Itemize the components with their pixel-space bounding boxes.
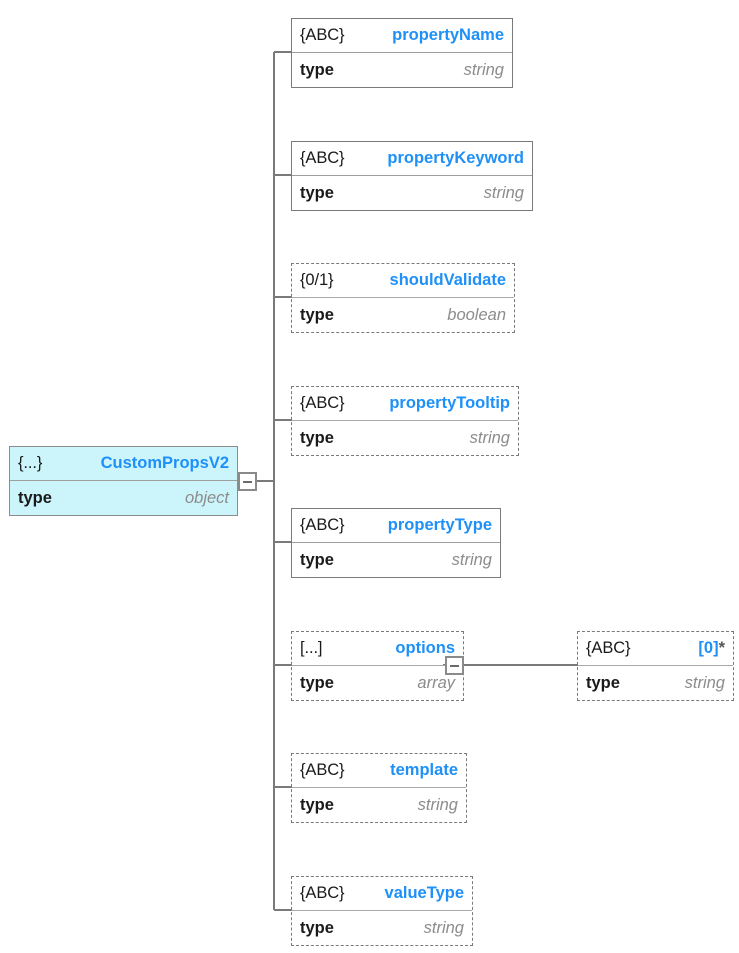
node-name: CustomPropsV2 [100, 454, 229, 472]
type-key: type [18, 488, 52, 507]
type-value: string [684, 673, 725, 692]
schema-node-propertyKeyword[interactable]: {ABC} propertyKeyword type string [291, 141, 533, 211]
occurrence-indicator: {ABC} [300, 884, 345, 902]
node-header-row: {0/1} shouldValidate [292, 264, 514, 298]
schema-node-shouldValidate[interactable]: {0/1} shouldValidate type boolean [291, 263, 515, 333]
occurrence-indicator: {ABC} [300, 394, 345, 412]
type-key: type [300, 183, 334, 202]
occurrence-indicator: {ABC} [300, 149, 345, 167]
required-asterisk: * [718, 639, 725, 657]
node-name: [0]* [682, 639, 725, 658]
occurrence-indicator: {ABC} [300, 761, 345, 779]
node-type-row: type string [292, 543, 500, 577]
node-type-row: type string [292, 421, 518, 455]
occurrence-indicator: {ABC} [300, 26, 345, 44]
node-name: shouldValidate [389, 271, 506, 289]
node-type-row: type string [292, 176, 532, 210]
node-header-row: {ABC} [0]* [578, 632, 733, 666]
node-name: options [395, 639, 455, 657]
occurrence-indicator: [...] [300, 639, 323, 657]
node-header-row: {...} CustomPropsV2 [10, 447, 237, 481]
node-type-row: type string [578, 666, 733, 700]
node-header-row: {ABC} propertyKeyword [292, 142, 532, 176]
schema-node-options[interactable]: [...] options type array [291, 631, 464, 701]
node-type-row: type object [10, 481, 237, 515]
schema-node-template[interactable]: {ABC} template type string [291, 753, 467, 823]
type-key: type [300, 60, 334, 79]
node-header-row: {ABC} valueType [292, 877, 472, 911]
node-name: propertyTooltip [389, 394, 510, 412]
node-name: propertyType [387, 516, 492, 534]
schema-node-options-item-0[interactable]: {ABC} [0]* type string [577, 631, 734, 701]
type-value: string [463, 60, 504, 79]
node-name: propertyName [392, 26, 504, 44]
type-key: type [300, 918, 334, 937]
type-value: string [483, 183, 524, 202]
node-header-row: {ABC} template [292, 754, 466, 788]
node-header-row: {ABC} propertyType [292, 509, 500, 543]
node-header-row: {ABC} propertyTooltip [292, 387, 518, 421]
expander-root-collapse[interactable] [238, 472, 257, 491]
expander-options-collapse[interactable] [445, 656, 464, 675]
node-name-text: [0] [698, 639, 719, 657]
type-key: type [300, 550, 334, 569]
type-value: boolean [447, 305, 506, 324]
schema-node-valueType[interactable]: {ABC} valueType type string [291, 876, 473, 946]
node-header-row: {ABC} propertyName [292, 19, 512, 53]
type-value: string [423, 918, 464, 937]
type-key: type [300, 428, 334, 447]
type-key: type [586, 673, 620, 692]
type-key: type [300, 673, 334, 692]
node-name: template [390, 761, 458, 779]
schema-node-propertyType[interactable]: {ABC} propertyType type string [291, 508, 501, 578]
type-value: object [184, 488, 229, 507]
type-value: string [469, 428, 510, 447]
type-key: type [300, 305, 334, 324]
schema-node-root[interactable]: {...} CustomPropsV2 type object [9, 446, 238, 516]
occurrence-indicator: {ABC} [300, 516, 345, 534]
node-name: propertyKeyword [387, 149, 524, 167]
node-type-row: type array [292, 666, 463, 700]
type-key: type [300, 795, 334, 814]
node-type-row: type string [292, 53, 512, 87]
occurrence-indicator: {...} [18, 454, 43, 472]
node-type-row: type string [292, 788, 466, 822]
type-value: string [417, 795, 458, 814]
node-header-row: [...] options [292, 632, 463, 666]
schema-node-propertyName[interactable]: {ABC} propertyName type string [291, 18, 513, 88]
node-type-row: type string [292, 911, 472, 945]
occurrence-indicator: {ABC} [586, 639, 631, 657]
type-value: string [451, 550, 492, 569]
node-type-row: type boolean [292, 298, 514, 332]
occurrence-indicator: {0/1} [300, 271, 334, 289]
schema-node-propertyTooltip[interactable]: {ABC} propertyTooltip type string [291, 386, 519, 456]
node-name: valueType [384, 884, 464, 902]
type-value: array [417, 673, 455, 692]
